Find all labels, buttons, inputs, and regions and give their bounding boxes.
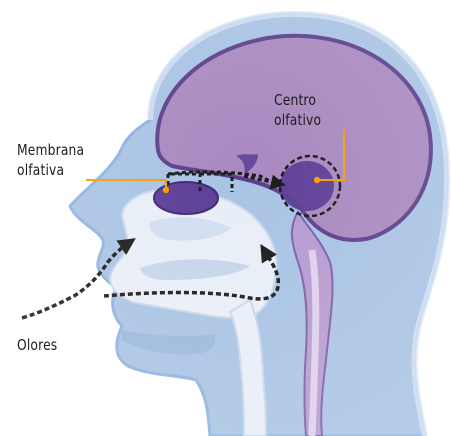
- label-olores: Olores: [17, 335, 57, 355]
- label-membrana-line-2: olfativa: [17, 160, 84, 180]
- label-membrana-olfativa: Membrana olfativa: [17, 140, 84, 180]
- label-centro-olfativo: Centro olfativo: [274, 90, 321, 130]
- label-centro-line-2: olfativo: [274, 110, 321, 130]
- label-membrana-line-1: Membrana: [17, 140, 84, 160]
- label-centro-line-1: Centro: [274, 90, 321, 110]
